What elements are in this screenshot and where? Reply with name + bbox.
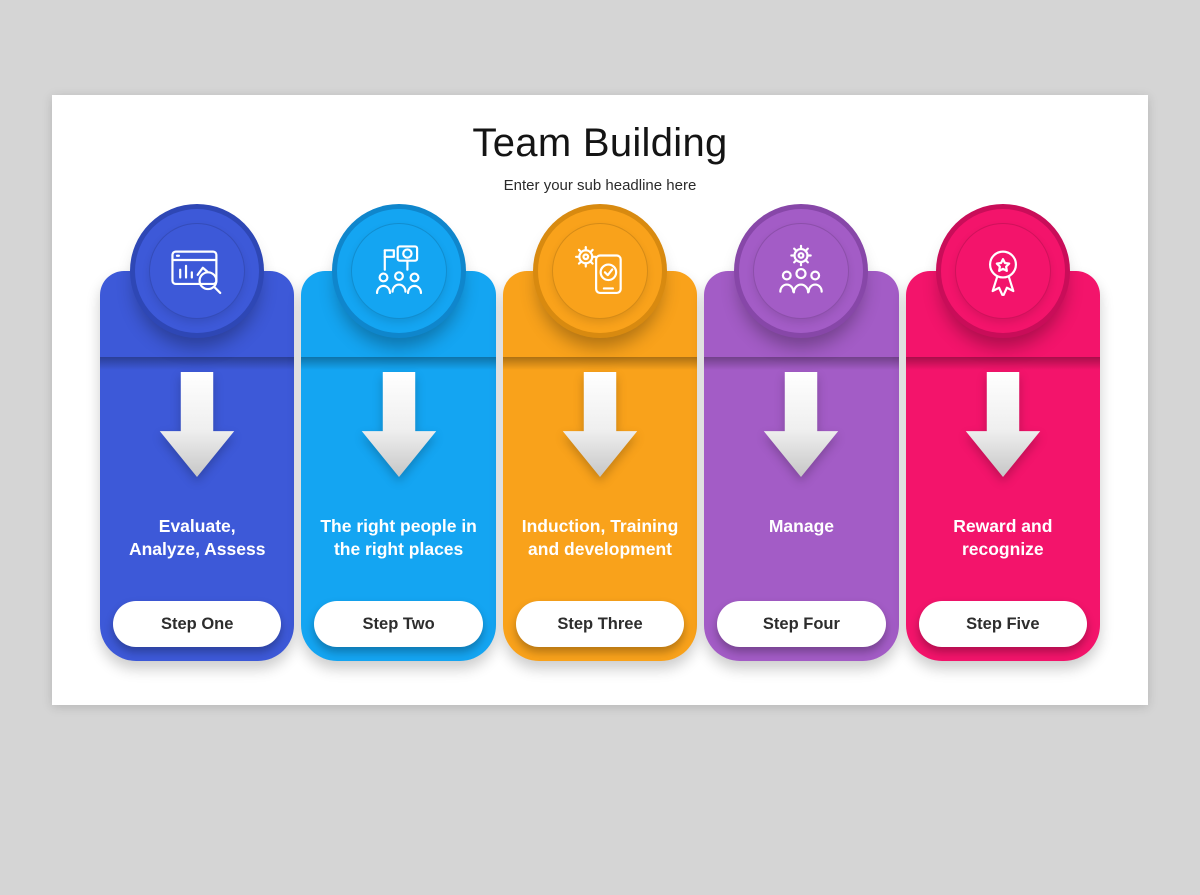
- down-arrow-icon: [764, 372, 839, 477]
- step-button[interactable]: Step Two: [314, 601, 483, 647]
- step-icon-circle: [149, 223, 246, 319]
- shelf-shadow: [301, 357, 496, 370]
- shelf-shadow: [704, 357, 899, 370]
- step-icon-circle: [350, 223, 447, 319]
- step-description: Evaluate, Analyze, Assess: [128, 516, 266, 560]
- step-button[interactable]: Step Three: [515, 601, 685, 647]
- step-column-one: Evaluate, Analyze, Assess Step One: [100, 209, 295, 661]
- step-column-five: Reward and recognize Step Five: [905, 209, 1101, 661]
- team-management-icon: [779, 244, 824, 294]
- training-app-icon: [575, 246, 622, 295]
- shelf-shadow: [905, 357, 1101, 370]
- step-column-two: The right people in the right places Ste…: [301, 209, 496, 661]
- step-button[interactable]: Step One: [113, 601, 282, 647]
- step-description: Induction, Training and development: [521, 516, 679, 560]
- down-arrow-icon: [159, 372, 235, 477]
- steps-row: Evaluate, Analyze, Assess Step One: [100, 209, 1101, 661]
- analytics-report-icon: [171, 250, 222, 295]
- step-icon-badge: [336, 209, 461, 333]
- step-icon-badge: [538, 209, 663, 333]
- step-description: Reward and recognize: [953, 516, 1053, 560]
- step-description: Manage: [768, 516, 834, 536]
- slide: Team Building Enter your sub headline he…: [52, 95, 1148, 705]
- step-icon-badge: [135, 209, 260, 333]
- step-button[interactable]: Step Five: [918, 601, 1088, 647]
- shelf-shadow: [502, 357, 698, 370]
- step-icon-circle: [954, 223, 1051, 319]
- step-description: The right people in the right places: [320, 516, 477, 560]
- step-icon-badge: [940, 209, 1065, 333]
- step-icon-circle: [753, 223, 850, 319]
- page-subtitle: Enter your sub headline here: [503, 177, 697, 194]
- step-column-four: Manage Step Four: [704, 209, 899, 661]
- team-selection-icon: [375, 245, 422, 295]
- step-icon-circle: [552, 223, 649, 319]
- down-arrow-icon: [965, 372, 1041, 477]
- down-arrow-icon: [361, 372, 436, 477]
- shelf-shadow: [100, 357, 295, 370]
- step-button[interactable]: Step Four: [717, 601, 886, 647]
- page-title: Team Building: [472, 121, 728, 165]
- step-icon-badge: [739, 209, 864, 333]
- slide-header: Team Building Enter your sub headline he…: [52, 95, 1148, 194]
- award-ribbon-icon: [988, 250, 1017, 296]
- down-arrow-icon: [562, 372, 638, 477]
- step-column-three: Induction, Training and development Step…: [502, 209, 698, 661]
